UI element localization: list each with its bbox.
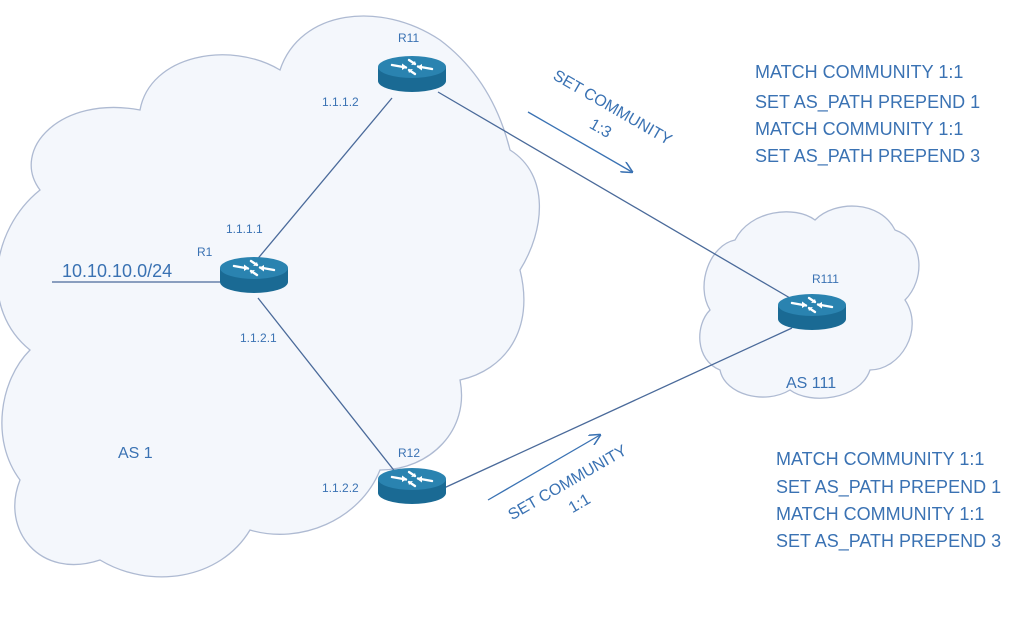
as1-label: AS 1	[118, 445, 153, 462]
router-r12-label: R12	[398, 446, 420, 460]
policy-bottom-line-1: MATCH COMMUNITY 1:1	[776, 449, 984, 469]
as1-cloud	[0, 15, 541, 578]
router-r1-label: R1	[197, 245, 213, 259]
policy-bottom-line-3: MATCH COMMUNITY 1:1	[776, 504, 984, 524]
policy-bottom-line-2: SET AS_PATH PREPEND 1	[776, 477, 1001, 498]
link-r1-r12	[257, 297, 401, 479]
set-community-top-line1: SET COMMUNITY	[550, 67, 675, 149]
router-r11-icon	[376, 54, 448, 94]
set-community-bottom-line2: 1:1	[566, 491, 594, 517]
router-r111-label: R111	[812, 272, 839, 286]
as111-label: AS 111	[786, 375, 836, 392]
arrow-set-community-top	[527, 111, 632, 172]
policy-top-line-1: MATCH COMMUNITY 1:1	[755, 62, 963, 82]
set-community-top-line2: 1:3	[586, 116, 614, 142]
router-r1-ip-bottom: 1.1.2.1	[240, 331, 277, 345]
router-r11-ip: 1.1.1.2	[322, 95, 359, 109]
link-r1-r11	[254, 97, 393, 263]
policy-top-line-4: SET AS_PATH PREPEND 3	[755, 146, 980, 167]
router-r11-label: R11	[398, 31, 419, 45]
prefix-label: 10.10.10.0/24	[62, 261, 172, 281]
policy-top-line-3: MATCH COMMUNITY 1:1	[755, 119, 963, 139]
router-r12-icon	[376, 466, 448, 506]
arrow-set-community-bottom	[487, 435, 600, 501]
router-r1-ip-top: 1.1.1.1	[226, 222, 263, 236]
link-r12-r111	[443, 327, 793, 489]
router-r12-ip: 1.1.2.2	[322, 481, 359, 495]
link-r11-r111	[437, 91, 791, 299]
router-r111-icon	[776, 292, 848, 332]
policy-bottom-line-4: SET AS_PATH PREPEND 3	[776, 531, 1001, 552]
policy-top-line-2: SET AS_PATH PREPEND 1	[755, 92, 980, 113]
router-r1-icon	[218, 255, 290, 295]
